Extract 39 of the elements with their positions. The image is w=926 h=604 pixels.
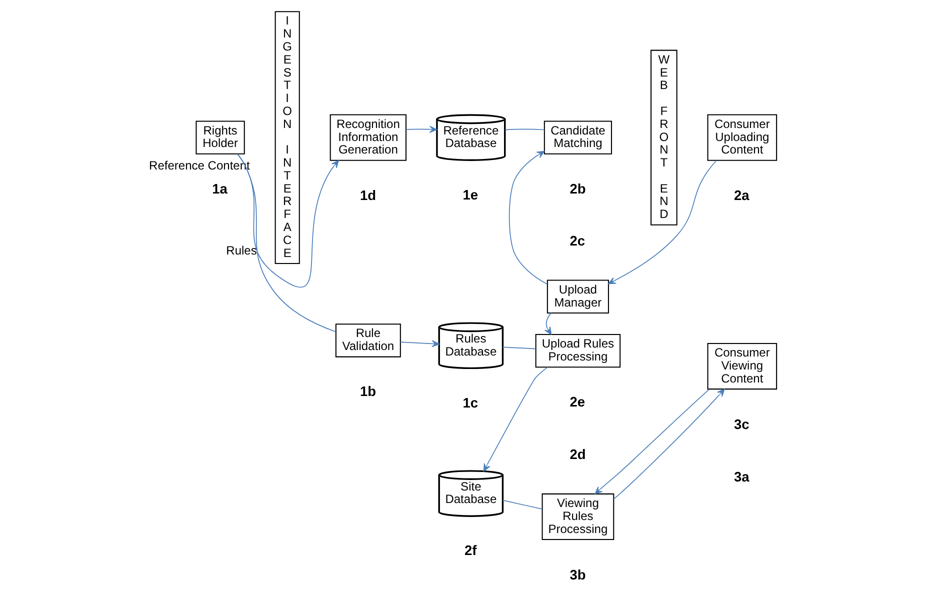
label: 1d bbox=[360, 188, 376, 204]
node-box: Upload Rules Processing bbox=[534, 334, 620, 368]
label: 1b bbox=[360, 384, 376, 400]
label: 1a bbox=[212, 181, 227, 196]
node-box: Rule Validation bbox=[334, 324, 400, 358]
arrow bbox=[482, 366, 548, 472]
node-box: Recognition Information Generation bbox=[329, 114, 406, 161]
label: 2c bbox=[569, 234, 585, 249]
label: 2f bbox=[464, 543, 476, 558]
arrow bbox=[400, 340, 439, 348]
label: 2d bbox=[569, 446, 586, 462]
connector bbox=[504, 128, 544, 130]
label: 3b bbox=[569, 567, 586, 582]
node-box: Consumer Uploading Content bbox=[706, 114, 777, 161]
node-box: Candidate Matching bbox=[543, 120, 612, 154]
node-box: WEB FRONT END bbox=[650, 50, 677, 226]
label: 1e bbox=[462, 187, 478, 202]
node-box: Consumer Viewing Content bbox=[706, 342, 777, 390]
arrow bbox=[544, 312, 552, 335]
arrow bbox=[608, 160, 716, 284]
connector bbox=[502, 346, 536, 350]
edge-label: Rules bbox=[226, 244, 256, 258]
arrow bbox=[612, 388, 724, 500]
arrow bbox=[405, 126, 437, 133]
node-box: Rights Holder bbox=[195, 120, 244, 154]
arrow bbox=[508, 150, 548, 285]
arrow bbox=[236, 154, 338, 288]
connector bbox=[236, 154, 336, 332]
label: 3c bbox=[734, 416, 749, 432]
label: 2b bbox=[569, 181, 586, 196]
arrow bbox=[594, 388, 710, 494]
label: 2e bbox=[569, 394, 585, 410]
node-box: INGESTION INTERFACE bbox=[274, 11, 300, 264]
label: 1c bbox=[462, 395, 478, 410]
label: 3a bbox=[734, 469, 749, 484]
label: 2a bbox=[734, 188, 749, 204]
node-box: Viewing Rules Processing bbox=[541, 493, 614, 540]
connector bbox=[502, 500, 542, 510]
node-box: Upload Manager bbox=[546, 280, 608, 314]
